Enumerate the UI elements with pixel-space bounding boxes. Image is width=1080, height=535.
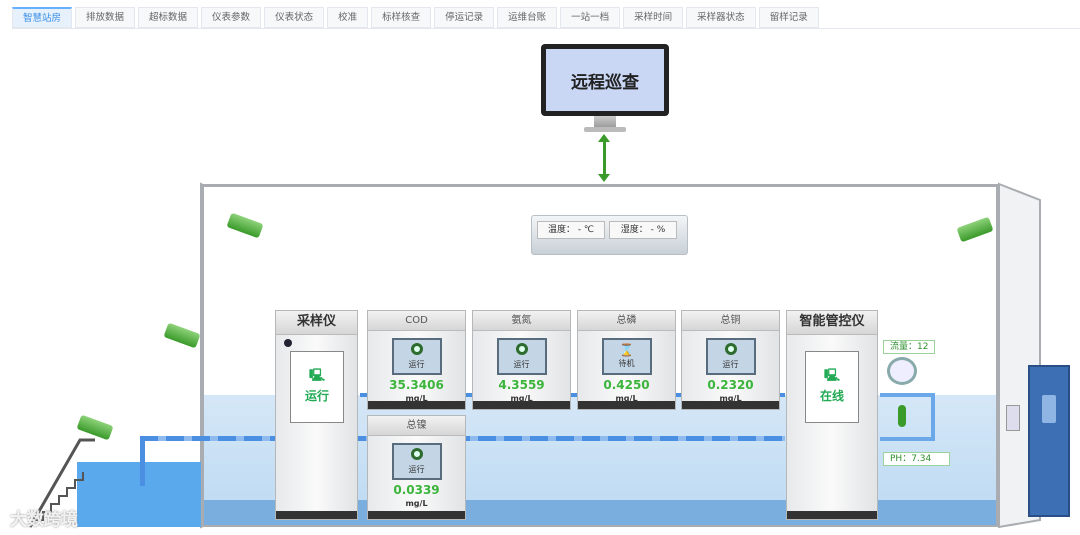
analyzer-status-panel: ⌛ 待机 xyxy=(601,338,652,375)
analyzer-status: 运行 xyxy=(722,360,739,369)
humidity-readout: 湿度： - % xyxy=(609,221,677,239)
analyzer-status-panel: 运行 xyxy=(391,443,442,480)
tab-4[interactable]: 仪表状态 xyxy=(264,7,325,28)
cabinet-base xyxy=(682,401,779,409)
watermark: 大数跨境 xyxy=(10,510,78,530)
indicator-light-icon xyxy=(284,339,292,347)
analyzer-value: 0.0339 xyxy=(393,483,440,497)
cabinet-base xyxy=(473,401,570,409)
meter-pipe xyxy=(880,393,935,441)
analyzer-status: 运行 xyxy=(408,360,425,369)
tab-12[interactable]: 留样记录 xyxy=(758,7,819,28)
cabinet-base xyxy=(368,511,465,519)
analyzer-status-panel: 运行 xyxy=(705,338,756,375)
sample-pipe xyxy=(360,393,785,397)
monitor-base xyxy=(584,127,626,132)
tab-3[interactable]: 仪表参数 xyxy=(201,7,262,28)
analyzer-name: 氨氮 xyxy=(473,311,570,331)
tab-bar: 智慧站房排放数据超标数据仪表参数仪表状态校准标样核查停运记录运维台账一站一档采样… xyxy=(12,7,1080,29)
ph-probe-icon xyxy=(898,405,906,427)
cabinet-base xyxy=(578,401,675,409)
tab-9[interactable]: 一站一档 xyxy=(560,7,621,28)
hourglass-icon: ⌛ xyxy=(619,343,634,357)
analyzer-unit: mg/L xyxy=(510,394,533,403)
controller-screen: 🖳 在线 xyxy=(805,351,859,423)
flow-label: 流量：12 xyxy=(883,340,936,354)
analyzer-value: 35.3406 xyxy=(389,378,444,392)
controller-title: 智能管控仪 xyxy=(787,311,877,335)
analyzer-name: 总磷 xyxy=(578,311,675,331)
ring-icon xyxy=(410,343,423,355)
tab-0[interactable]: 智慧站房 xyxy=(12,7,73,28)
analyzer-status: 运行 xyxy=(408,465,425,474)
sampler-screen: 🖳 运行 xyxy=(290,351,344,423)
tab-1[interactable]: 排放数据 xyxy=(75,7,136,28)
analyzer-cabinet[interactable]: COD 运行 35.3406 mg/L xyxy=(367,310,466,410)
tab-5[interactable]: 校准 xyxy=(327,7,369,28)
ring-icon xyxy=(410,448,423,460)
analyzer-cabinet[interactable]: 总镍 运行 0.0339 mg/L xyxy=(367,415,466,520)
analyzer-status-panel: 运行 xyxy=(391,338,442,375)
sampler-cabinet[interactable]: 采样仪 🖳 运行 xyxy=(275,310,358,520)
ring-icon xyxy=(515,343,528,355)
analyzer-unit: mg/L xyxy=(405,394,428,403)
analyzer-cabinet[interactable]: 总铜 运行 0.2320 mg/L xyxy=(681,310,780,410)
controller-cabinet[interactable]: 智能管控仪 🖳 在线 xyxy=(786,310,878,520)
analyzer-name: 总铜 xyxy=(682,311,779,331)
controller-status: 在线 xyxy=(819,389,844,403)
ring-icon xyxy=(724,343,737,355)
monitor-stand xyxy=(594,116,616,128)
monitor-title: 远程巡查 xyxy=(546,49,664,111)
analyzer-status: 待机 xyxy=(618,359,635,368)
analyzer-status: 运行 xyxy=(513,360,530,369)
tab-6[interactable]: 标样核查 xyxy=(371,7,432,28)
tab-8[interactable]: 运维台账 xyxy=(497,7,558,28)
analyzer-status-panel: 运行 xyxy=(496,338,547,375)
analyzer-name: COD xyxy=(368,311,465,331)
analyzer-cabinet[interactable]: 总磷 ⌛ 待机 0.4250 mg/L xyxy=(577,310,676,410)
tab-10[interactable]: 采样时间 xyxy=(623,7,684,28)
analyzer-value: 0.2320 xyxy=(707,378,754,392)
analyzer-name: 总镍 xyxy=(368,416,465,436)
door[interactable] xyxy=(1028,365,1070,517)
tab-11[interactable]: 采样器状态 xyxy=(686,7,756,28)
temperature-readout: 温度： - ℃ xyxy=(537,221,605,239)
flow-meter-icon xyxy=(887,357,917,385)
ph-label: PH：7.34 xyxy=(883,452,950,466)
monitor-small-icon: 🖳 xyxy=(308,368,325,382)
cabinet-base xyxy=(787,511,877,519)
intake-pipe xyxy=(140,436,145,486)
monitor-small-icon: 🖳 xyxy=(823,368,840,382)
sampler-status: 运行 xyxy=(304,389,329,403)
analyzer-cabinet[interactable]: 氨氮 运行 4.3559 mg/L xyxy=(472,310,571,410)
analyzer-value: 4.3559 xyxy=(498,378,545,392)
analyzer-unit: mg/L xyxy=(719,394,742,403)
remote-monitor[interactable]: 远程巡查 xyxy=(541,44,669,116)
tab-2[interactable]: 超标数据 xyxy=(138,7,199,28)
tab-7[interactable]: 停运记录 xyxy=(434,7,495,28)
link-arrow-icon xyxy=(598,134,610,182)
cabinet-base xyxy=(368,401,465,409)
door-panel-icon xyxy=(1006,405,1020,431)
cabinet-base xyxy=(276,511,357,519)
analyzer-unit: mg/L xyxy=(405,499,428,508)
analyzer-unit: mg/L xyxy=(615,394,638,403)
sampler-title: 采样仪 xyxy=(276,311,357,335)
analyzer-value: 0.4250 xyxy=(603,378,650,392)
